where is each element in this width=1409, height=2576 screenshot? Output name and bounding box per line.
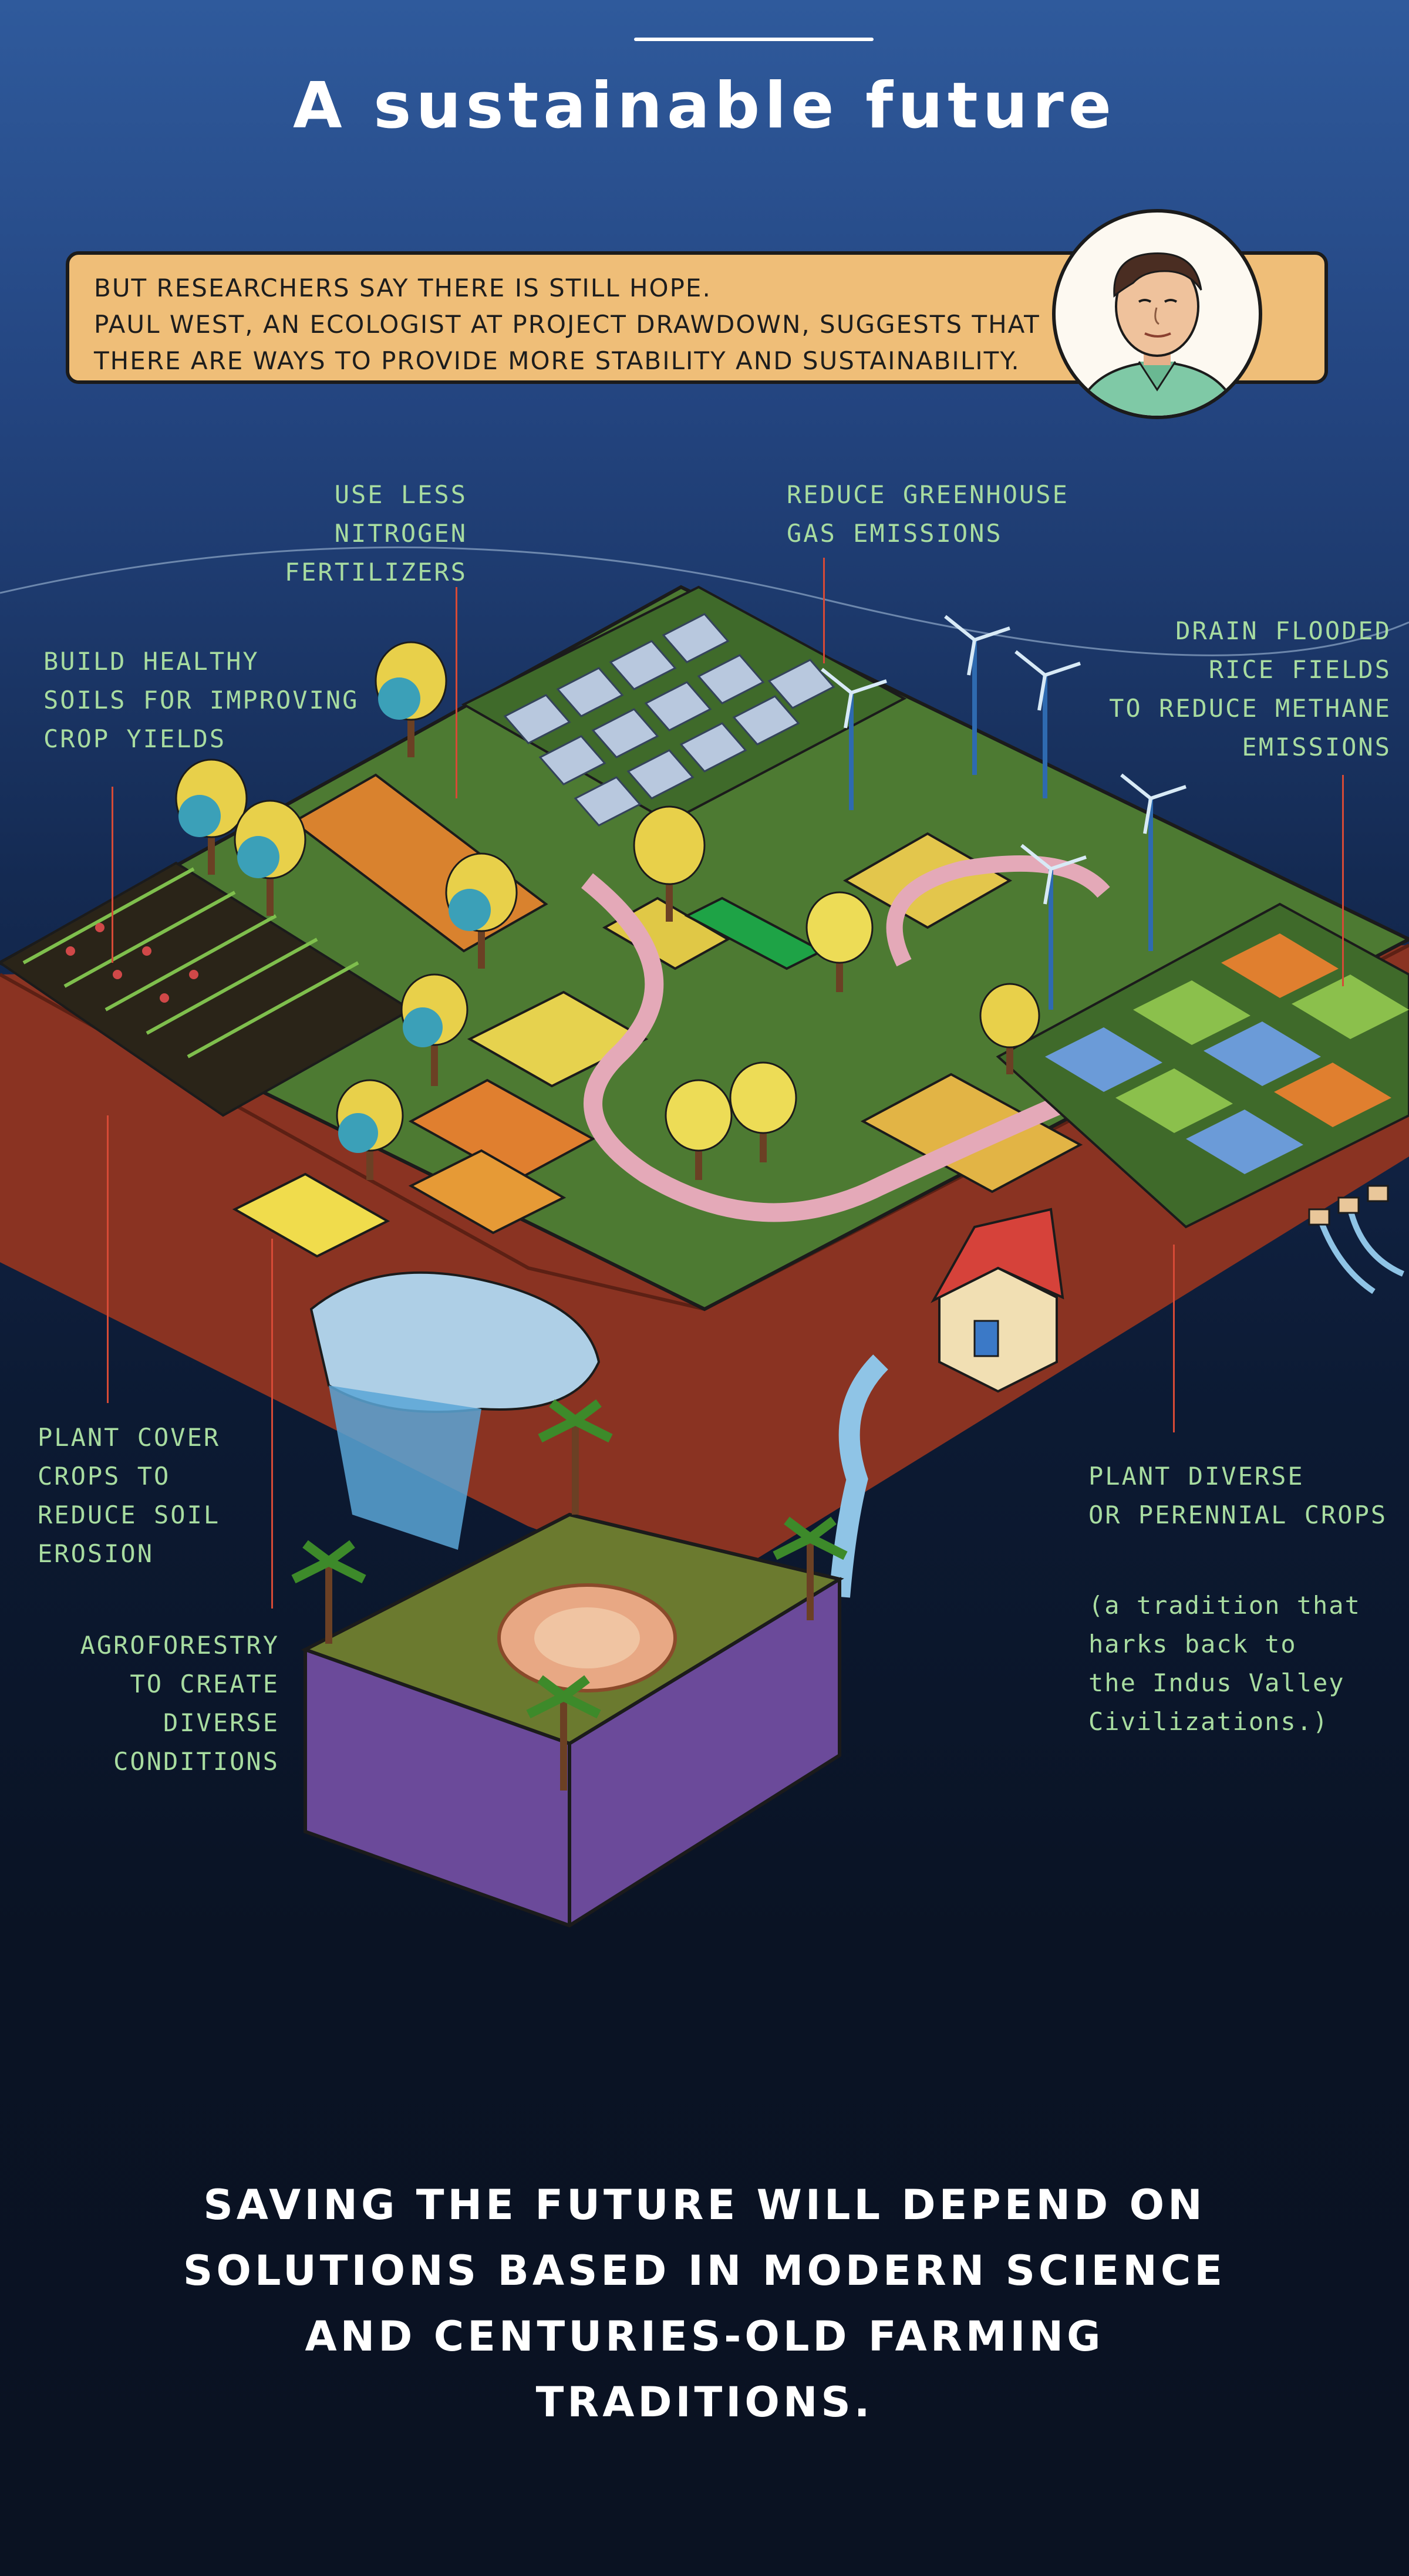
drain-pipes <box>1318 1208 1404 1294</box>
rice-paddies <box>996 902 1409 1229</box>
label-line: the Indus Valley <box>1088 1668 1345 1697</box>
leader-rice <box>1342 775 1344 986</box>
label-line: TO CREATE <box>130 1670 279 1698</box>
intro-line-1: BUT RESEARCHERS SAY THERE IS STILL HOPE. <box>94 274 712 302</box>
label-agroforestry: AGROFORESTRY TO CREATE DIVERSE CONDITION… <box>59 1626 279 1781</box>
leader-nitrogen <box>456 587 457 798</box>
closing-statement: SAVING THE FUTURE WILL DEPEND ON SOLUTIO… <box>0 2172 1409 2435</box>
closing-line: SAVING THE FUTURE WILL DEPEND ON <box>203 2181 1206 2229</box>
trees <box>175 641 1040 1180</box>
closing-line: SOLUTIONS BASED IN MODERN SCIENCE <box>183 2247 1226 2295</box>
top-rule <box>634 38 874 41</box>
farm-illustration <box>0 546 1409 1928</box>
label-line: DRAIN FLOODED <box>1175 616 1391 645</box>
crop-rows <box>0 861 413 1117</box>
label-line: harks back to <box>1088 1630 1297 1658</box>
label-line: REDUCE SOIL <box>38 1501 221 1529</box>
label-line: USE LESS <box>334 480 467 509</box>
label-perennial: PLANT DIVERSE OR PERENNIAL CROPS <box>1088 1457 1387 1535</box>
label-soils: BUILD HEALTHY SOILS FOR IMPROVING CROP Y… <box>43 642 359 758</box>
label-line: CROP YIELDS <box>43 724 227 753</box>
label-line: GAS EMISSIONS <box>787 519 1003 548</box>
page-title: A sustainable future <box>293 69 1116 143</box>
label-line: DIVERSE <box>163 1708 279 1737</box>
leader-greenhouse <box>823 558 825 663</box>
solar-panels <box>461 585 907 827</box>
label-line: SOILS FOR IMPROVING <box>43 686 359 714</box>
barn <box>931 1208 1064 1393</box>
leader-cover-crops <box>107 1115 109 1403</box>
leader-perennial <box>1173 1245 1175 1432</box>
closing-line: AND CENTURIES-OLD FARMING <box>305 2312 1104 2361</box>
closing-line: TRADITIONS. <box>535 2378 874 2426</box>
wind-turbines <box>821 615 1186 1010</box>
leader-soils <box>112 787 113 963</box>
agroforestry-block <box>291 1399 848 1928</box>
label-line: PLANT DIVERSE <box>1088 1462 1304 1491</box>
ecologist-portrait <box>1052 209 1262 419</box>
label-line: TO REDUCE METHANE <box>1109 694 1391 723</box>
label-rice: DRAIN FLOODED RICE FIELDS TO REDUCE METH… <box>1033 612 1391 767</box>
label-line: BUILD HEALTHY <box>43 647 259 676</box>
label-indus-note: (a tradition that harks back to the Indu… <box>1088 1586 1361 1741</box>
label-nitrogen: USE LESS NITROGEN FERTILIZERS <box>252 476 467 592</box>
label-line: CROPS TO <box>38 1462 171 1491</box>
label-line: NITROGEN <box>334 519 467 548</box>
label-greenhouse: REDUCE GREENHOUSE GAS EMISSIONS <box>787 476 1069 553</box>
intro-line-3: THERE ARE WAYS TO PROVIDE MORE STABILITY… <box>94 346 1020 375</box>
intro-line-2: PAUL WEST, AN ECOLOGIST AT PROJECT DRAWD… <box>94 310 1040 339</box>
label-line: Civilizations.) <box>1088 1707 1329 1736</box>
label-line: OR PERENNIAL CROPS <box>1088 1501 1388 1529</box>
label-line: (a tradition that <box>1088 1591 1361 1620</box>
label-line: AGROFORESTRY <box>80 1631 279 1660</box>
label-line: FERTILIZERS <box>284 558 467 586</box>
label-line: CONDITIONS <box>113 1747 279 1776</box>
label-line: RICE FIELDS <box>1208 655 1391 684</box>
label-line: EMISSIONS <box>1242 733 1391 761</box>
label-line: REDUCE GREENHOUSE <box>787 480 1069 509</box>
label-line: EROSION <box>38 1539 154 1568</box>
label-line: PLANT COVER <box>38 1423 221 1452</box>
leader-agroforestry <box>271 1239 273 1609</box>
label-cover-crops: PLANT COVER CROPS TO REDUCE SOIL EROSION <box>38 1418 220 1573</box>
